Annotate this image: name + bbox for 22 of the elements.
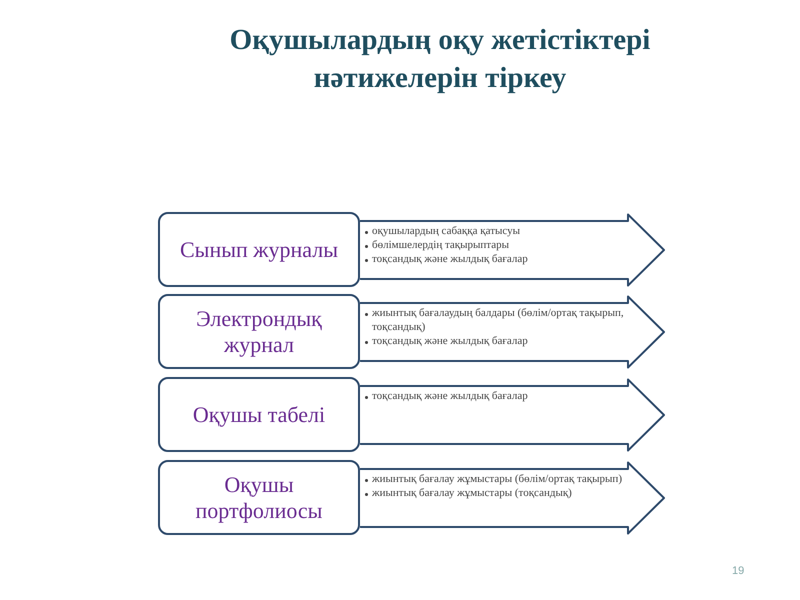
bullet-text: жиынтық бағалаудың балдары (бөлім/ортақ тақырып, тоқсандық): [372, 307, 625, 334]
pointed-panel: [360, 461, 666, 535]
rounded-box: [158, 212, 360, 287]
page-number: 19: [732, 565, 744, 577]
box-label: Сынып журналы: [179, 236, 339, 262]
bullet-text: бөлімшелердің тақырыптары: [372, 238, 510, 252]
rounded-box: [158, 377, 360, 452]
rounded-box: [158, 460, 360, 535]
rounded-box: [158, 294, 360, 369]
bullet-text: тоқсандық және жылдық бағалар: [372, 390, 528, 404]
bullet-text: жиынтық бағалау жұмыстары (тоқсандық): [372, 486, 572, 500]
bullet-text: тоқсандық және жылдық бағалар: [372, 252, 528, 266]
pointed-panel: [360, 213, 666, 287]
pointed-panel: [360, 295, 666, 369]
bullet-text: тоқсандық және жылдық бағалар: [372, 334, 528, 348]
box-label: Электрондық журнал: [195, 306, 323, 357]
pointed-panel: [360, 378, 666, 452]
slide-title: Оқушылардың оқу жетістіктері нәтижелерін тіркеу: [228, 23, 652, 96]
bullet-text: оқушылардың сабаққа қатысуы: [372, 225, 520, 239]
box-label: Оқушы табелі: [192, 402, 326, 428]
bullet-text: жиынтық бағалау жұмыстары (бөлім/ортақ тақырып): [372, 473, 622, 487]
box-label: Оқушы портфолиосы: [194, 472, 324, 523]
